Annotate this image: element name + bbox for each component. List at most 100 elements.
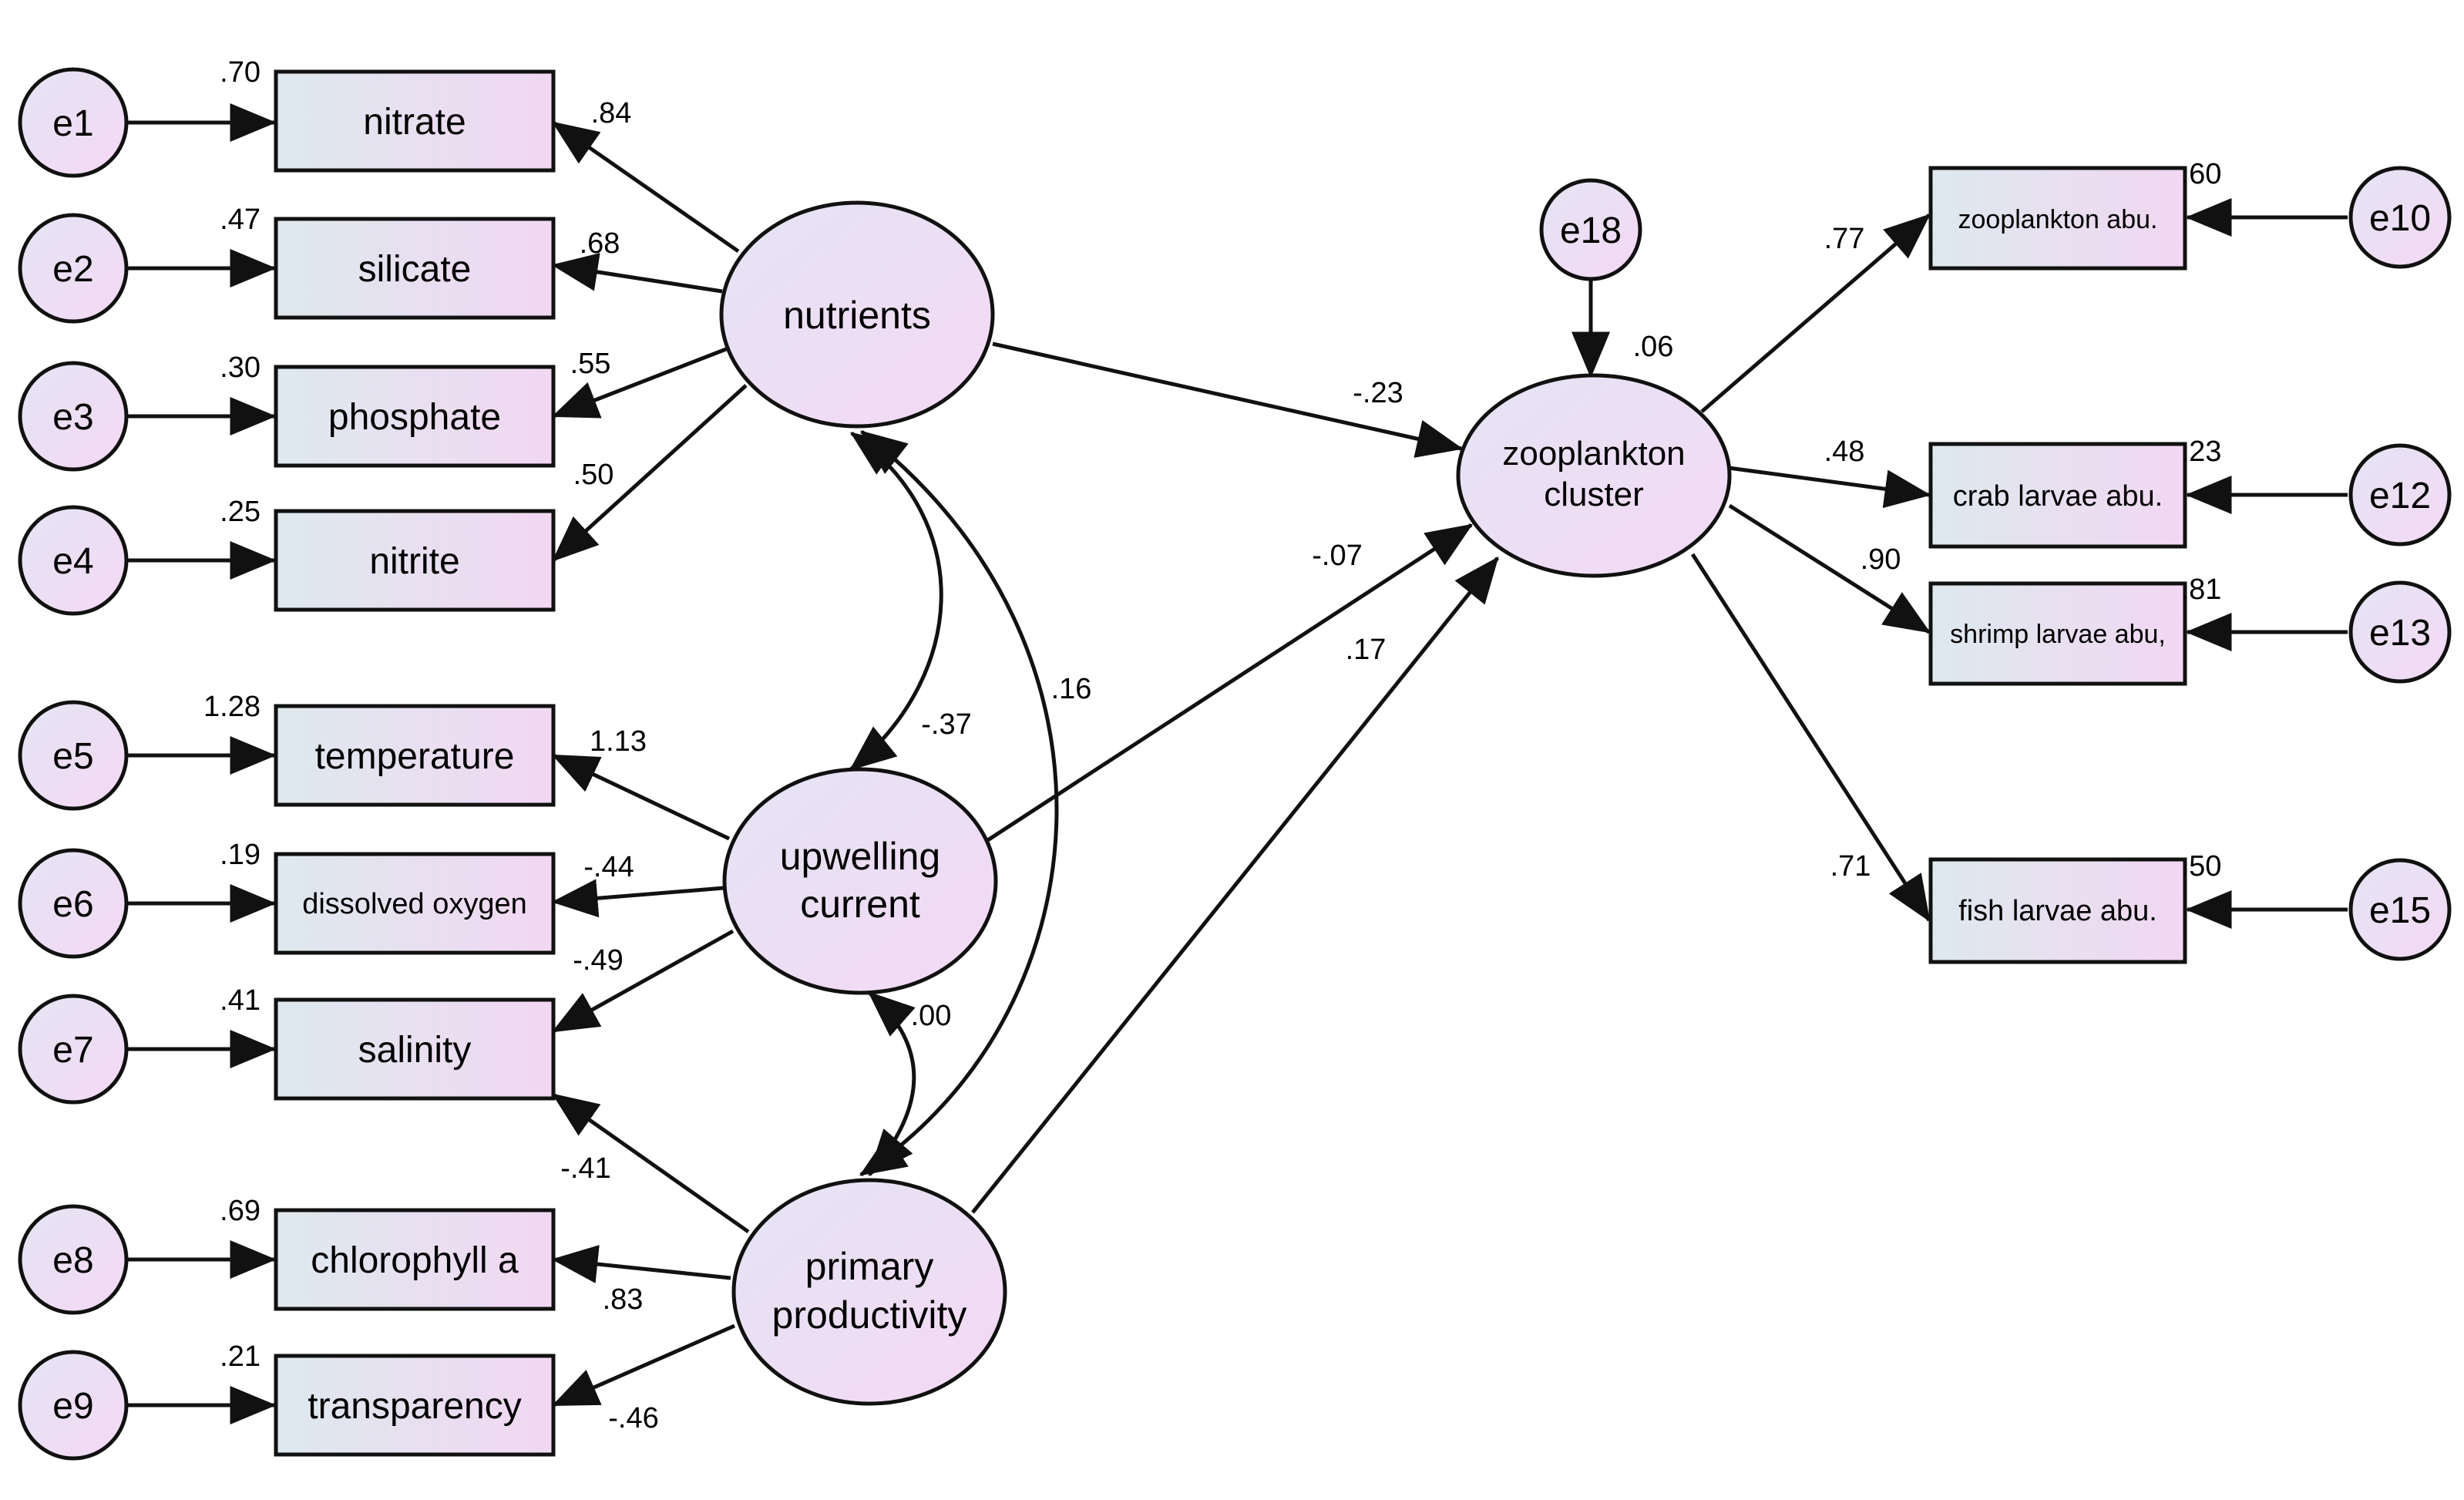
error-e5-label: e5	[52, 736, 93, 777]
r2-temperature: 1.28	[203, 691, 261, 723]
error-e18: e18	[1539, 178, 1642, 281]
loading-chlorophyll: .83	[603, 1283, 644, 1316]
loading-nitrate: .84	[591, 97, 632, 129]
edge-zooplankton-zooplankton-abu	[1700, 214, 1931, 413]
error-e8: e8	[18, 1204, 129, 1315]
error-e1-label: e1	[52, 103, 93, 144]
error-e15-label: e15	[2369, 890, 2431, 931]
box-crab-larvae: crab larvae abu.	[1928, 442, 2187, 549]
box-silicate: silicate	[274, 217, 556, 320]
observed-variables: nitrate silicate phosphate nitrite tempe…	[274, 69, 2187, 1457]
loading-shrimp-larvae: .90	[1861, 543, 1901, 576]
error-e3: e3	[18, 361, 129, 472]
loading-dissolved-oxygen: -.44	[583, 851, 634, 883]
latent-primary-productivity: primary productivity	[731, 1178, 1007, 1406]
box-transparency-label: transparency	[308, 1386, 521, 1427]
edge-nutrients-silicate	[551, 253, 723, 294]
edge-nutrients-zooplankton	[992, 341, 1464, 458]
error-e7: e7	[18, 994, 129, 1105]
r2-nitrate: .70	[220, 56, 261, 89]
latent-nutrients-label: nutrients	[783, 294, 931, 337]
box-silicate-label: silicate	[358, 249, 472, 290]
error-e4: e4	[18, 505, 129, 616]
box-zooplankton-abu: zooplankton abu.	[1928, 166, 2187, 271]
loading-zooplankton-abu: .77	[1824, 223, 1865, 255]
corr-nutrients-primary	[859, 430, 1059, 1177]
edge-nutrients-phosphate	[551, 347, 727, 419]
r2-crab-larvae: .23	[2181, 436, 2222, 468]
box-salinity-label: salinity	[358, 1030, 472, 1071]
edge-upwelling-dissolved-oxygen	[551, 879, 724, 918]
loading-nitrite: .50	[573, 459, 614, 491]
latent-upwelling-line1: upwelling	[780, 835, 940, 878]
loading-salinity-primary: -.41	[560, 1152, 610, 1185]
error-e6-label: e6	[52, 884, 93, 925]
box-phosphate-label: phosphate	[328, 397, 501, 438]
edge-primary-chlorophyll	[551, 1245, 731, 1283]
box-shrimp-larvae-label: shrimp larvae abu,	[1950, 620, 2166, 649]
edge-zooplankton-crab-larvae	[1728, 466, 1931, 509]
loading-transparency: -.46	[608, 1402, 658, 1434]
box-shrimp-larvae: shrimp larvae abu,	[1928, 581, 2187, 686]
box-nitrate: nitrate	[274, 69, 556, 173]
error-e13-label: e13	[2369, 613, 2431, 654]
loading-temperature: 1.13	[590, 725, 647, 758]
loading-crab-larvae: .48	[1824, 436, 1865, 468]
box-crab-larvae-label: crab larvae abu.	[1953, 480, 2163, 513]
error-e5: e5	[18, 700, 129, 811]
path-primary-zooplankton: .17	[1346, 634, 1387, 666]
latent-primary-line1: primary	[805, 1245, 934, 1288]
r2-chlorophyll: .69	[220, 1195, 261, 1227]
r2-dissolved-oxygen: .19	[220, 839, 261, 871]
r2-salinity: .41	[220, 984, 261, 1017]
error-e10: e10	[2348, 166, 2452, 269]
loading-phosphate: .55	[570, 348, 611, 380]
edges	[128, 103, 2348, 1424]
error-e12-label: e12	[2369, 476, 2431, 516]
latent-zooplankton-line2: cluster	[1544, 476, 1644, 513]
error-e10-label: e10	[2369, 198, 2431, 239]
error-e2: e2	[18, 213, 129, 324]
error-e7-label: e7	[52, 1030, 93, 1071]
edge-upwelling-salinity	[551, 929, 734, 1034]
latent-zooplankton-cluster: zooplankton cluster	[1456, 373, 1732, 578]
error-terms: e1 e2 e3 e4 e5 e6 e7 e8	[18, 67, 2452, 1461]
box-temperature: temperature	[274, 704, 556, 807]
path-nutrients-zooplankton: -.23	[1353, 377, 1403, 409]
box-fish-larvae: fish larvae abu.	[1928, 857, 2187, 964]
box-dissolved-oxygen-label: dissolved oxygen	[302, 888, 527, 920]
box-transparency: transparency	[274, 1354, 556, 1457]
box-nitrite: nitrite	[274, 509, 556, 612]
r2-fish-larvae: .50	[2181, 850, 2222, 883]
r2-zooplankton-abu: .60	[2181, 158, 2222, 190]
corr-label-nutrients-upwelling: -.37	[921, 708, 971, 741]
loading-fish-larvae: .71	[1830, 850, 1871, 883]
error-e2-label: e2	[52, 249, 93, 290]
r2-zooplankton-cluster: .06	[1633, 331, 1674, 363]
error-e13: e13	[2348, 580, 2452, 684]
coefficients: .70 .47 .30 .25 1.28 .19 .41 .69 .21 .60…	[203, 56, 2221, 1434]
r2-nitrite: .25	[220, 496, 261, 528]
error-e12: e12	[2348, 443, 2452, 547]
edge-nutrients-nitrate	[551, 120, 740, 254]
box-nitrate-label: nitrate	[363, 102, 466, 143]
path-upwelling-zooplankton: -.07	[1312, 540, 1362, 572]
box-phosphate: phosphate	[274, 365, 556, 468]
edge-zooplankton-shrimp-larvae	[1728, 503, 1931, 634]
box-salinity: salinity	[274, 997, 556, 1101]
error-e9: e9	[18, 1350, 129, 1461]
error-e3-label: e3	[52, 397, 93, 438]
r2-transparency: .21	[220, 1340, 261, 1373]
box-chlorophyll-label: chlorophyll a	[311, 1240, 519, 1281]
box-chlorophyll: chlorophyll a	[274, 1208, 556, 1311]
latent-nutrients: nutrients	[719, 200, 995, 429]
error-e9-label: e9	[52, 1386, 93, 1427]
error-e15: e15	[2348, 858, 2452, 961]
r2-silicate: .47	[220, 203, 261, 236]
latent-primary-line2: productivity	[772, 1293, 967, 1337]
error-e18-label: e18	[1560, 210, 1622, 251]
edge-nutrients-nitrite	[552, 384, 748, 562]
loading-silicate: .68	[580, 227, 620, 260]
latent-zooplankton-line1: zooplankton	[1502, 435, 1685, 473]
latent-upwelling-current: upwelling current	[722, 767, 998, 995]
